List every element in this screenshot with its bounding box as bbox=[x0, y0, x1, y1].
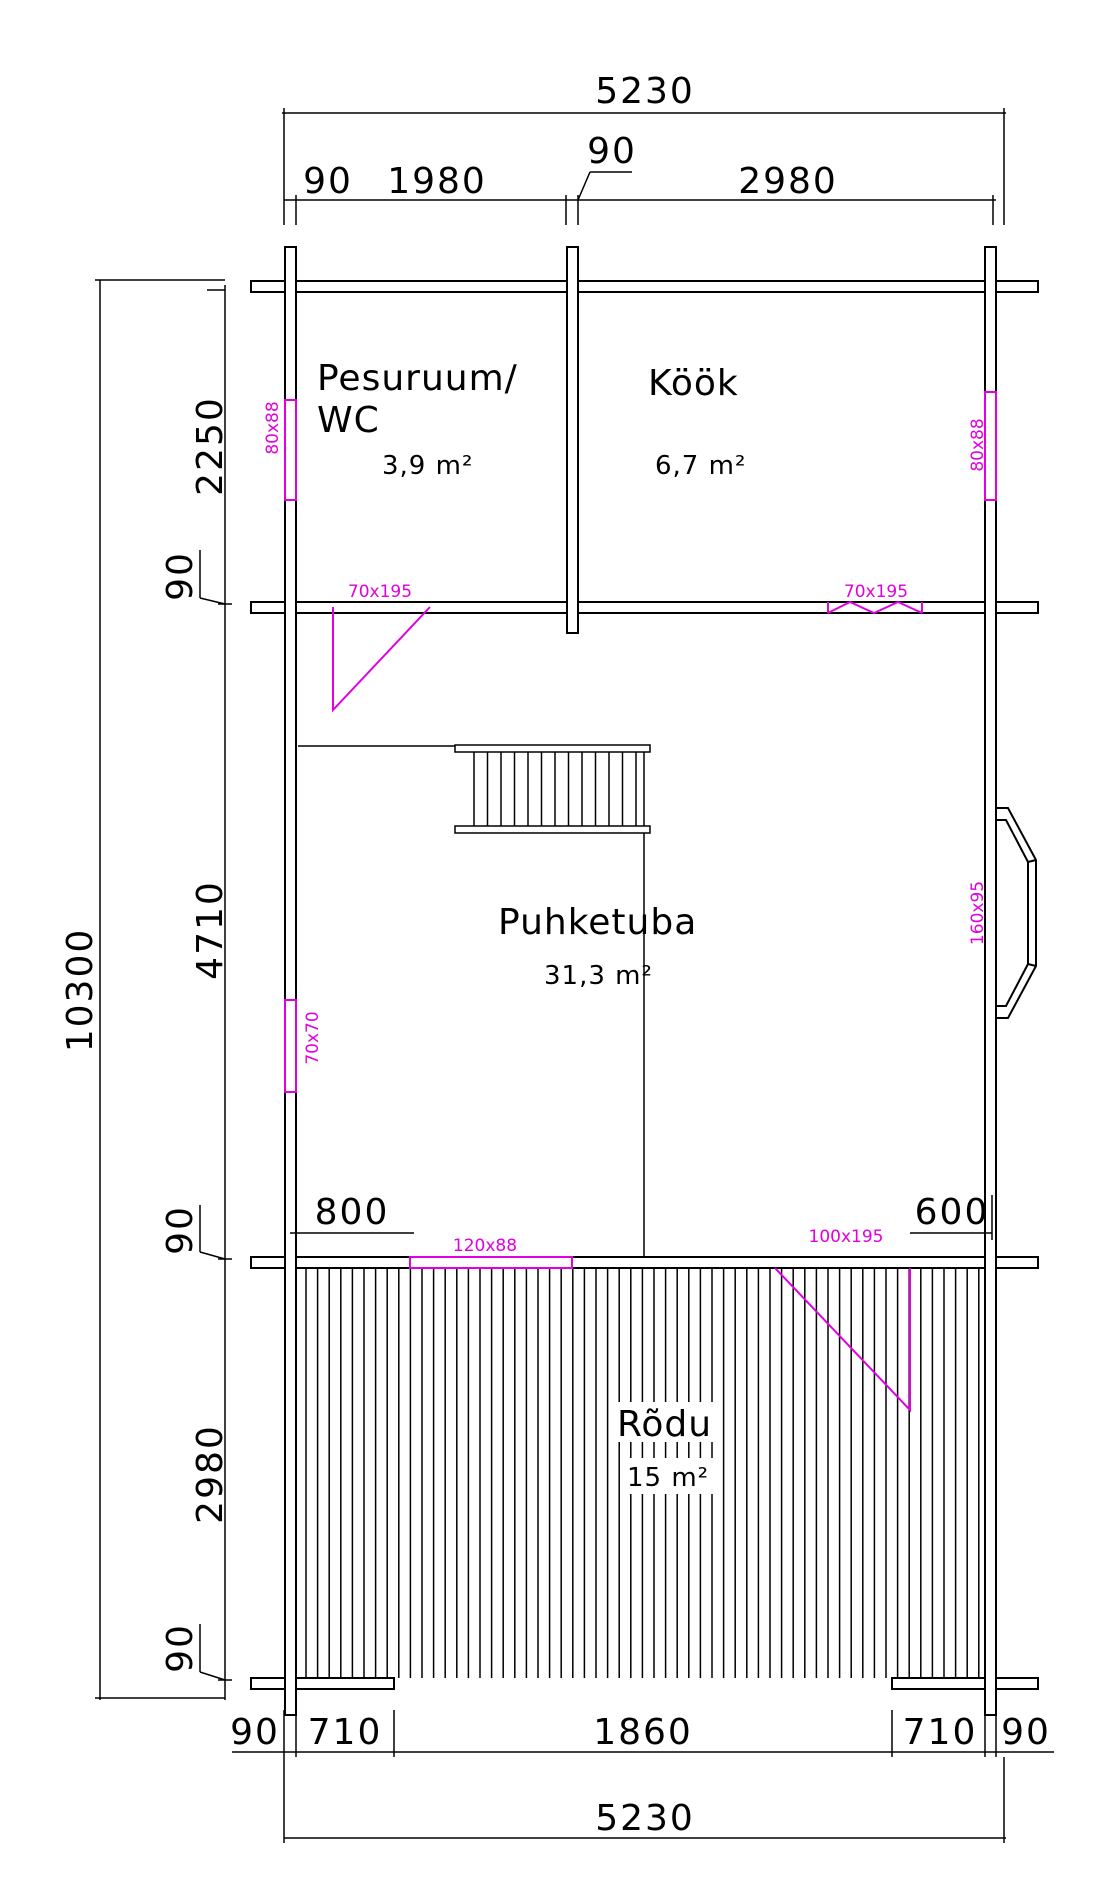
dim-total-width-bottom: 5230 bbox=[595, 1798, 695, 1839]
bay-joint-2 bbox=[1027, 963, 1037, 967]
room-kitchen-area: 6,7 m² bbox=[655, 451, 746, 481]
window-left-bath bbox=[284, 399, 297, 501]
dim-leader bbox=[199, 597, 226, 605]
label-door-bath: 70x195 bbox=[348, 582, 412, 602]
room-balcony-area: 15 m² bbox=[627, 1463, 709, 1493]
dim-top-wall-left: 90 bbox=[303, 161, 353, 202]
dim-leader bbox=[199, 1671, 226, 1681]
dim-h-wall-1: 90 bbox=[160, 551, 201, 601]
label-window-left-living: 70x70 bbox=[303, 1011, 323, 1064]
dim-top-mid-wall: 90 bbox=[587, 131, 637, 172]
stair-bottom-rail bbox=[454, 825, 651, 834]
wall-bottom-right bbox=[891, 1677, 1039, 1690]
room-labels: Pesuruum/ WC 3,9 m² Köök 6,7 m² Puhketub… bbox=[317, 358, 746, 1494]
label-door-front: 100x195 bbox=[809, 1227, 884, 1247]
dim-total-height: 10300 bbox=[60, 928, 101, 1053]
dimension-labels: 5230 90 1980 90 2980 10300 2250 90 4710 … bbox=[60, 71, 1051, 1839]
dim-h-wall-2: 90 bbox=[160, 1205, 201, 1255]
room-bath-name-1: Pesuruum/ bbox=[317, 358, 518, 399]
room-kitchen-name: Köök bbox=[648, 363, 739, 404]
dim-h-wall-3: 90 bbox=[160, 1623, 201, 1673]
door-bath-swing bbox=[332, 606, 431, 713]
door-kitchen-swing bbox=[827, 600, 923, 615]
wall-living-balcony bbox=[250, 1256, 1039, 1269]
wall-bottom bbox=[250, 1677, 395, 1690]
bay-window bbox=[996, 807, 1037, 1019]
room-balcony-label-bg bbox=[612, 1402, 720, 1494]
bay-joint-1 bbox=[1027, 859, 1037, 863]
opening-labels: 80x88 80x88 70x195 70x195 160x95 70x70 1… bbox=[263, 401, 988, 1256]
walls bbox=[250, 246, 1039, 1716]
dim-h-bath: 2250 bbox=[190, 396, 231, 496]
stair-top-rail bbox=[454, 744, 651, 753]
dim-bottom-wall-right: 90 bbox=[1001, 1712, 1051, 1753]
room-balcony-name: Rõdu bbox=[617, 1404, 712, 1445]
bay-outer bbox=[996, 807, 1037, 1019]
label-door-kitchen: 70x195 bbox=[844, 582, 908, 602]
openings bbox=[284, 391, 997, 1413]
dim-top-bath: 1980 bbox=[387, 161, 487, 202]
dim-bottom-left: 710 bbox=[308, 1712, 383, 1753]
dim-total-width-top: 5230 bbox=[595, 71, 695, 112]
dim-bottom-wall-left: 90 bbox=[230, 1712, 280, 1753]
room-bath-name-2: WC bbox=[317, 400, 380, 441]
label-window-bay: 160x95 bbox=[968, 881, 988, 945]
dim-leader-90 bbox=[577, 171, 591, 201]
label-window-front: 120x88 bbox=[453, 1236, 517, 1256]
label-window-right-kitchen: 80x88 bbox=[968, 418, 988, 471]
dim-leader bbox=[199, 1251, 226, 1260]
room-bath-area: 3,9 m² bbox=[382, 451, 473, 481]
dimension-lines bbox=[95, 108, 1054, 1843]
wall-bath-living bbox=[250, 601, 1039, 614]
wall-left bbox=[284, 246, 297, 1716]
dim-offset-600: 600 bbox=[915, 1192, 990, 1233]
wall-top bbox=[250, 280, 1039, 293]
window-left-living bbox=[284, 999, 297, 1093]
bay-inner bbox=[996, 819, 1029, 1007]
room-living-name: Puhketuba bbox=[498, 902, 697, 943]
dim-bottom-center: 1860 bbox=[593, 1712, 693, 1753]
dim-top-kitchen: 2980 bbox=[738, 161, 838, 202]
wall-right bbox=[984, 246, 997, 1716]
window-front bbox=[409, 1256, 573, 1269]
dim-offset-800: 800 bbox=[315, 1192, 390, 1233]
stairs bbox=[454, 744, 651, 834]
label-window-left-bath: 80x88 bbox=[263, 401, 283, 454]
dim-h-living: 4710 bbox=[190, 880, 231, 980]
room-living-area: 31,3 m² bbox=[544, 961, 653, 991]
dim-h-balcony: 2980 bbox=[190, 1424, 231, 1524]
stair-steps bbox=[473, 752, 637, 826]
window-right-kitchen bbox=[984, 391, 997, 501]
door-front-swing bbox=[774, 1267, 911, 1413]
wall-middle bbox=[566, 246, 579, 634]
dim-bottom-right: 710 bbox=[903, 1712, 978, 1753]
